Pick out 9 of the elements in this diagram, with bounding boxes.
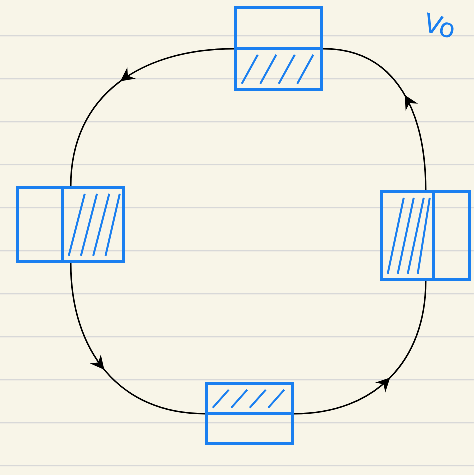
hatched-box xyxy=(206,382,294,446)
hatched-box xyxy=(380,190,472,282)
hatched-box xyxy=(234,6,324,92)
hatched-box xyxy=(16,186,126,264)
arrow xyxy=(70,263,206,415)
arrow xyxy=(70,48,235,187)
arrow xyxy=(294,281,427,415)
handwritten-note: Vo xyxy=(427,12,454,38)
arrow xyxy=(323,48,427,191)
